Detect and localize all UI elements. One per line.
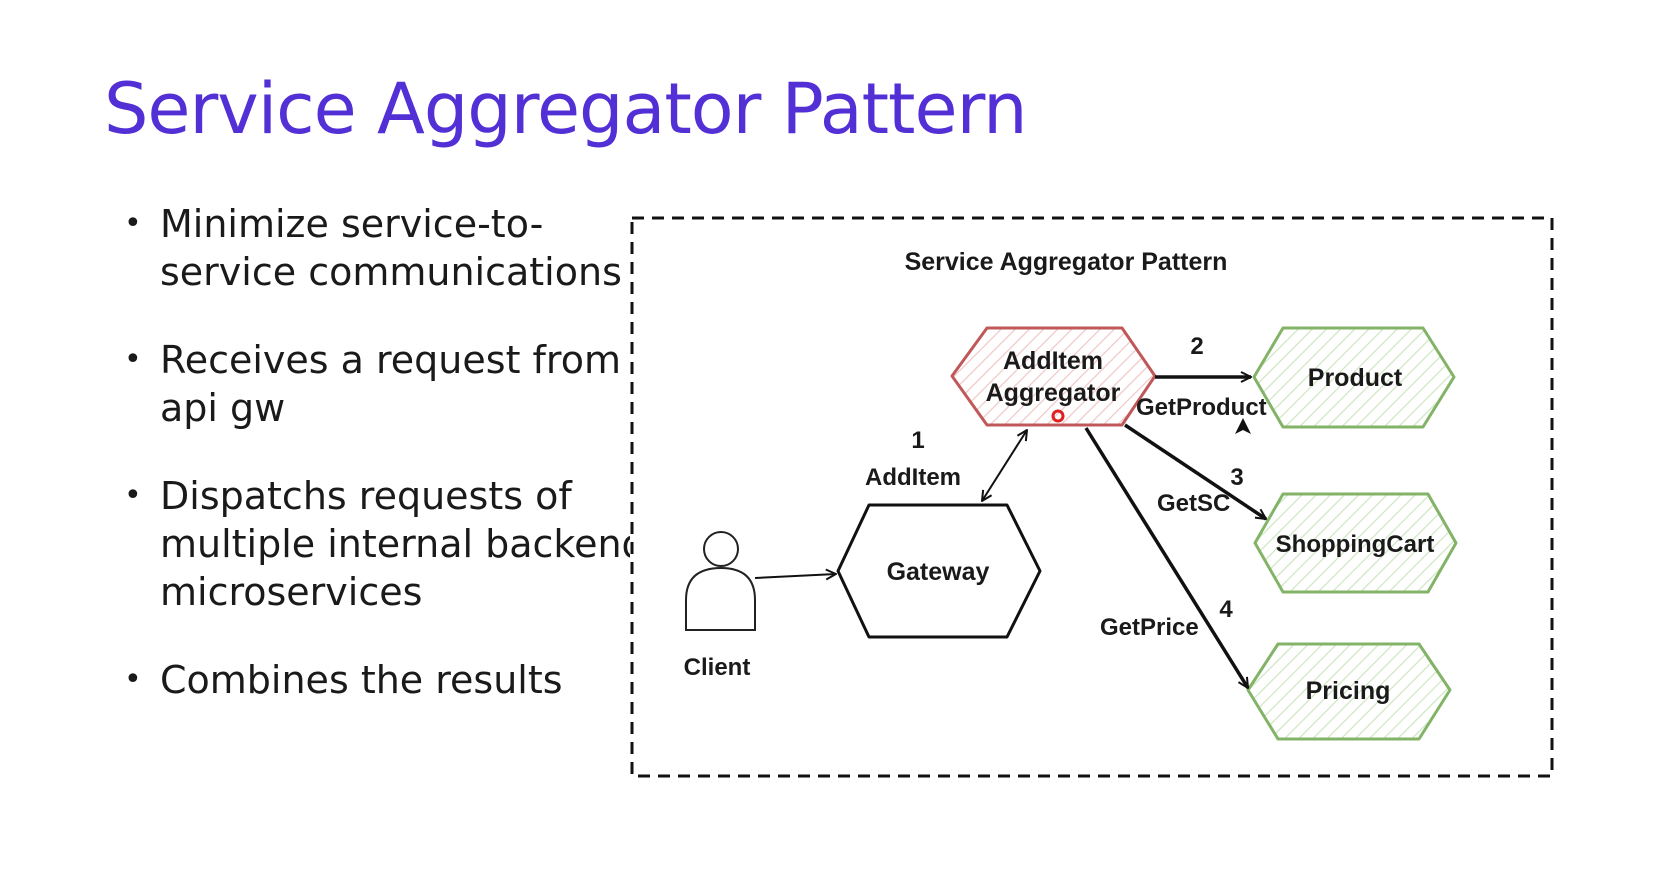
shopping-cart-label: ShoppingCart [1276,531,1435,558]
product-label: Product [1308,364,1403,392]
cursor-marker-icon [1051,409,1065,423]
bullet-dot: • [124,662,142,697]
aggregator-to-pricing-arrow [1084,427,1250,688]
bullet-item: • Minimize service-to- service communica… [120,200,630,296]
pricing-label: Pricing [1306,677,1391,705]
bullet-item: • Combines the results [120,656,630,704]
bullet-item: • Receives a request from api gw [120,336,630,432]
edge-label-getsc: GetSC [1157,490,1230,517]
pricing-node [1246,642,1452,741]
edge-step-3: 3 [1230,464,1243,491]
shopping-cart-node [1253,492,1458,594]
gateway-node [836,503,1042,639]
bullet-dot: • [124,342,142,377]
slide-title: Service Aggregator Pattern [104,68,1027,150]
edge-label-getproduct: GetProduct [1136,394,1267,421]
aggregator-label-line2: Aggregator [986,379,1121,407]
product-node [1252,326,1456,429]
bullet-dot: • [124,478,142,513]
diagram-title: Service Aggregator Pattern [905,248,1228,276]
diagram-frame [630,216,1554,778]
edge-label-getprice: GetPrice [1100,614,1199,641]
bullet-text: Minimize service-to- service communicati… [160,202,622,294]
bullet-text: Receives a request from api gw [160,338,621,430]
aggregator-to-shopping-cart-arrow [1124,423,1266,521]
edge-step-4: 4 [1219,596,1233,623]
bullet-item: • Dispatchs requests of multiple interna… [120,472,630,616]
client-person-icon [685,531,756,631]
mouse-pointer-icon [1235,418,1251,434]
bullet-list: • Minimize service-to- service communica… [120,200,630,744]
edge-step-2: 2 [1190,333,1203,360]
aggregator-label-line1: AddItem [1003,347,1103,375]
gateway-aggregator-arrow [982,430,1027,501]
edge-label-additem: AddItem [865,464,961,491]
client-to-gateway-arrow [754,574,836,578]
bullet-text: Dispatchs requests of multiple internal … [160,474,630,614]
aggregator-node [950,326,1157,427]
gateway-label: Gateway [887,558,990,586]
bullet-dot: • [124,206,142,241]
edge-step-1: 1 [911,427,924,454]
client-label: Client [684,654,751,681]
bullet-text: Combines the results [160,658,563,702]
